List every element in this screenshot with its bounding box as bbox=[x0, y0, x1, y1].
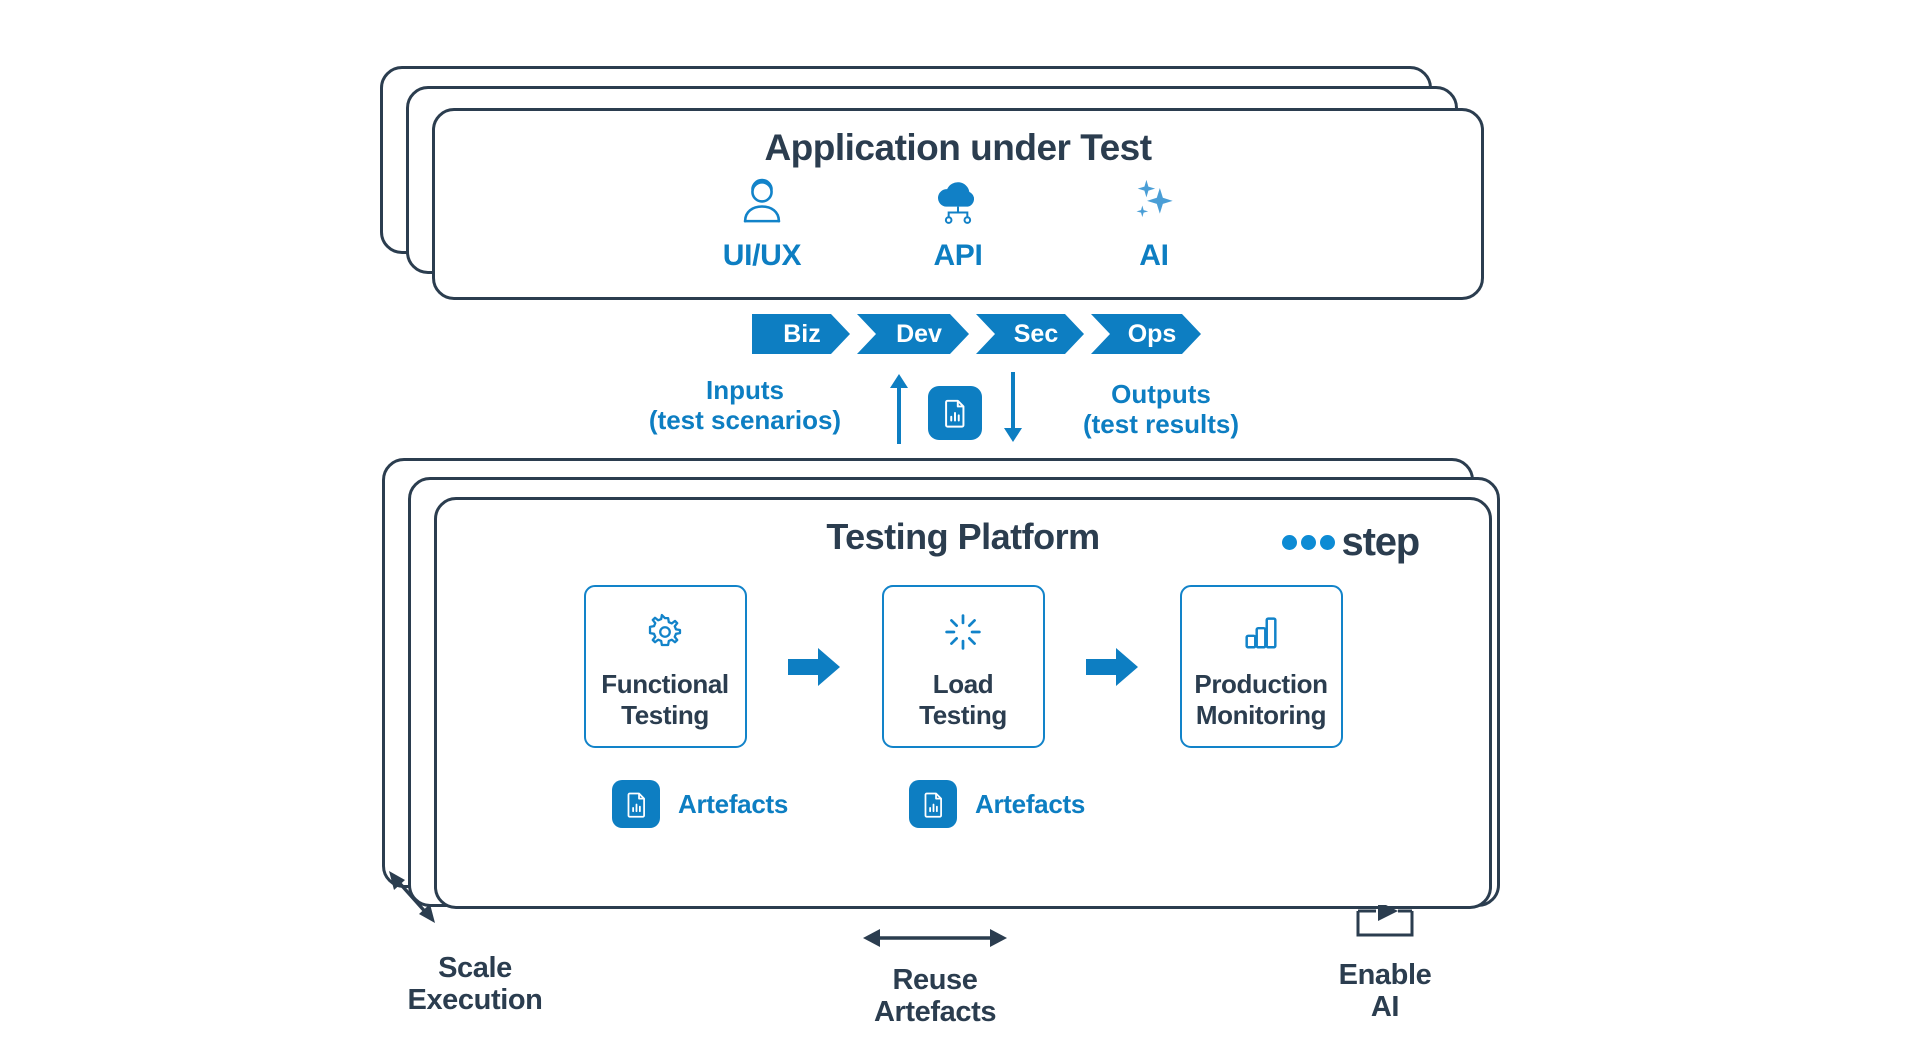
arrow-right-icon bbox=[747, 646, 882, 688]
loop-arrow-icon bbox=[1270, 895, 1500, 953]
annotation-enable-ai: Enable AI bbox=[1270, 895, 1500, 1024]
aut-item-label: AI bbox=[1139, 239, 1169, 272]
phase-card-load-testing[interactable]: Load Testing bbox=[881, 585, 1045, 748]
annotation-label: Scale Execution bbox=[407, 952, 543, 1017]
aut-item-label: UI/UX bbox=[722, 239, 802, 272]
pipeline-stage-dev[interactable]: Dev bbox=[857, 314, 969, 354]
artefacts-label: Artefacts bbox=[678, 788, 789, 819]
artefacts-item[interactable]: Artefacts bbox=[909, 780, 1085, 828]
cloud-api-icon bbox=[930, 173, 986, 231]
aut-item-api[interactable]: API bbox=[893, 173, 1023, 273]
bar-chart-icon bbox=[1240, 609, 1282, 655]
pipeline-stage-sec[interactable]: Sec bbox=[976, 314, 1084, 354]
gear-icon bbox=[644, 609, 686, 655]
aut-item-uiux[interactable]: UI/UX bbox=[697, 173, 827, 273]
spinner-icon bbox=[943, 609, 983, 655]
artefacts-item[interactable]: Artefacts bbox=[612, 780, 788, 828]
inputs-label: Inputs (test scenarios) bbox=[630, 375, 860, 435]
three-dots-icon bbox=[1281, 535, 1335, 550]
phase-card-functional-testing[interactable]: Functional Testing bbox=[583, 585, 747, 748]
diagonal-double-arrow-icon bbox=[350, 871, 600, 946]
aut-item-label: API bbox=[933, 239, 983, 272]
devops-pipeline: Biz Dev Sec Ops bbox=[752, 314, 1208, 354]
phase-card-label: Load Testing bbox=[919, 669, 1007, 730]
arrow-down-icon bbox=[1000, 372, 1026, 449]
document-chart-icon[interactable] bbox=[928, 386, 982, 440]
annotation-reuse-artefacts: Reuse Artefacts bbox=[810, 900, 1060, 1029]
outputs-line-2: (test results) bbox=[1082, 408, 1240, 439]
phase-card-label: Production Monitoring bbox=[1194, 669, 1328, 730]
io-exchange-row: Inputs (test scenarios) Outputs (test re… bbox=[0, 370, 1908, 460]
user-icon bbox=[735, 173, 789, 231]
phase-card-label: Functional Testing bbox=[601, 669, 729, 730]
aut-item-list: UI/UX API bbox=[435, 173, 1481, 273]
inputs-line-1: Inputs bbox=[706, 375, 784, 405]
step-logo[interactable]: step bbox=[1281, 520, 1421, 565]
outputs-label: Outputs (test results) bbox=[1046, 379, 1276, 439]
inputs-line-2: (test scenarios) bbox=[648, 404, 842, 435]
horizontal-double-arrow-icon bbox=[810, 900, 1060, 958]
annotation-label: Reuse Artefacts bbox=[873, 964, 997, 1029]
outputs-line-1: Outputs bbox=[1111, 379, 1211, 409]
testing-platform-title: Testing Platform bbox=[826, 516, 1100, 557]
annotation-label: Enable AI bbox=[1338, 959, 1432, 1024]
step-logo-word: step bbox=[1341, 520, 1421, 564]
phase-row: Functional Testing bbox=[485, 585, 1441, 748]
document-chart-icon bbox=[612, 780, 660, 828]
phase-card-production-monitoring[interactable]: Production Monitoring bbox=[1179, 585, 1343, 748]
testing-platform-panel[interactable]: Testing Platform step Functional bbox=[434, 497, 1492, 909]
pipeline-stage-biz[interactable]: Biz bbox=[752, 314, 850, 354]
aut-item-ai[interactable]: AI bbox=[1089, 173, 1219, 273]
arrow-right-icon bbox=[1045, 646, 1180, 688]
pipeline-stage-ops[interactable]: Ops bbox=[1091, 314, 1201, 354]
artefacts-row: Artefacts Artefacts bbox=[437, 780, 1489, 834]
sparkles-icon bbox=[1126, 173, 1182, 231]
arrow-up-icon bbox=[886, 372, 912, 449]
application-under-test-title: Application under Test bbox=[764, 127, 1152, 168]
application-under-test-panel[interactable]: Application under Test UI/UX bbox=[432, 108, 1484, 300]
artefacts-label: Artefacts bbox=[975, 788, 1086, 819]
document-chart-icon bbox=[909, 780, 957, 828]
annotation-scale-execution: Scale Execution bbox=[350, 871, 600, 1017]
